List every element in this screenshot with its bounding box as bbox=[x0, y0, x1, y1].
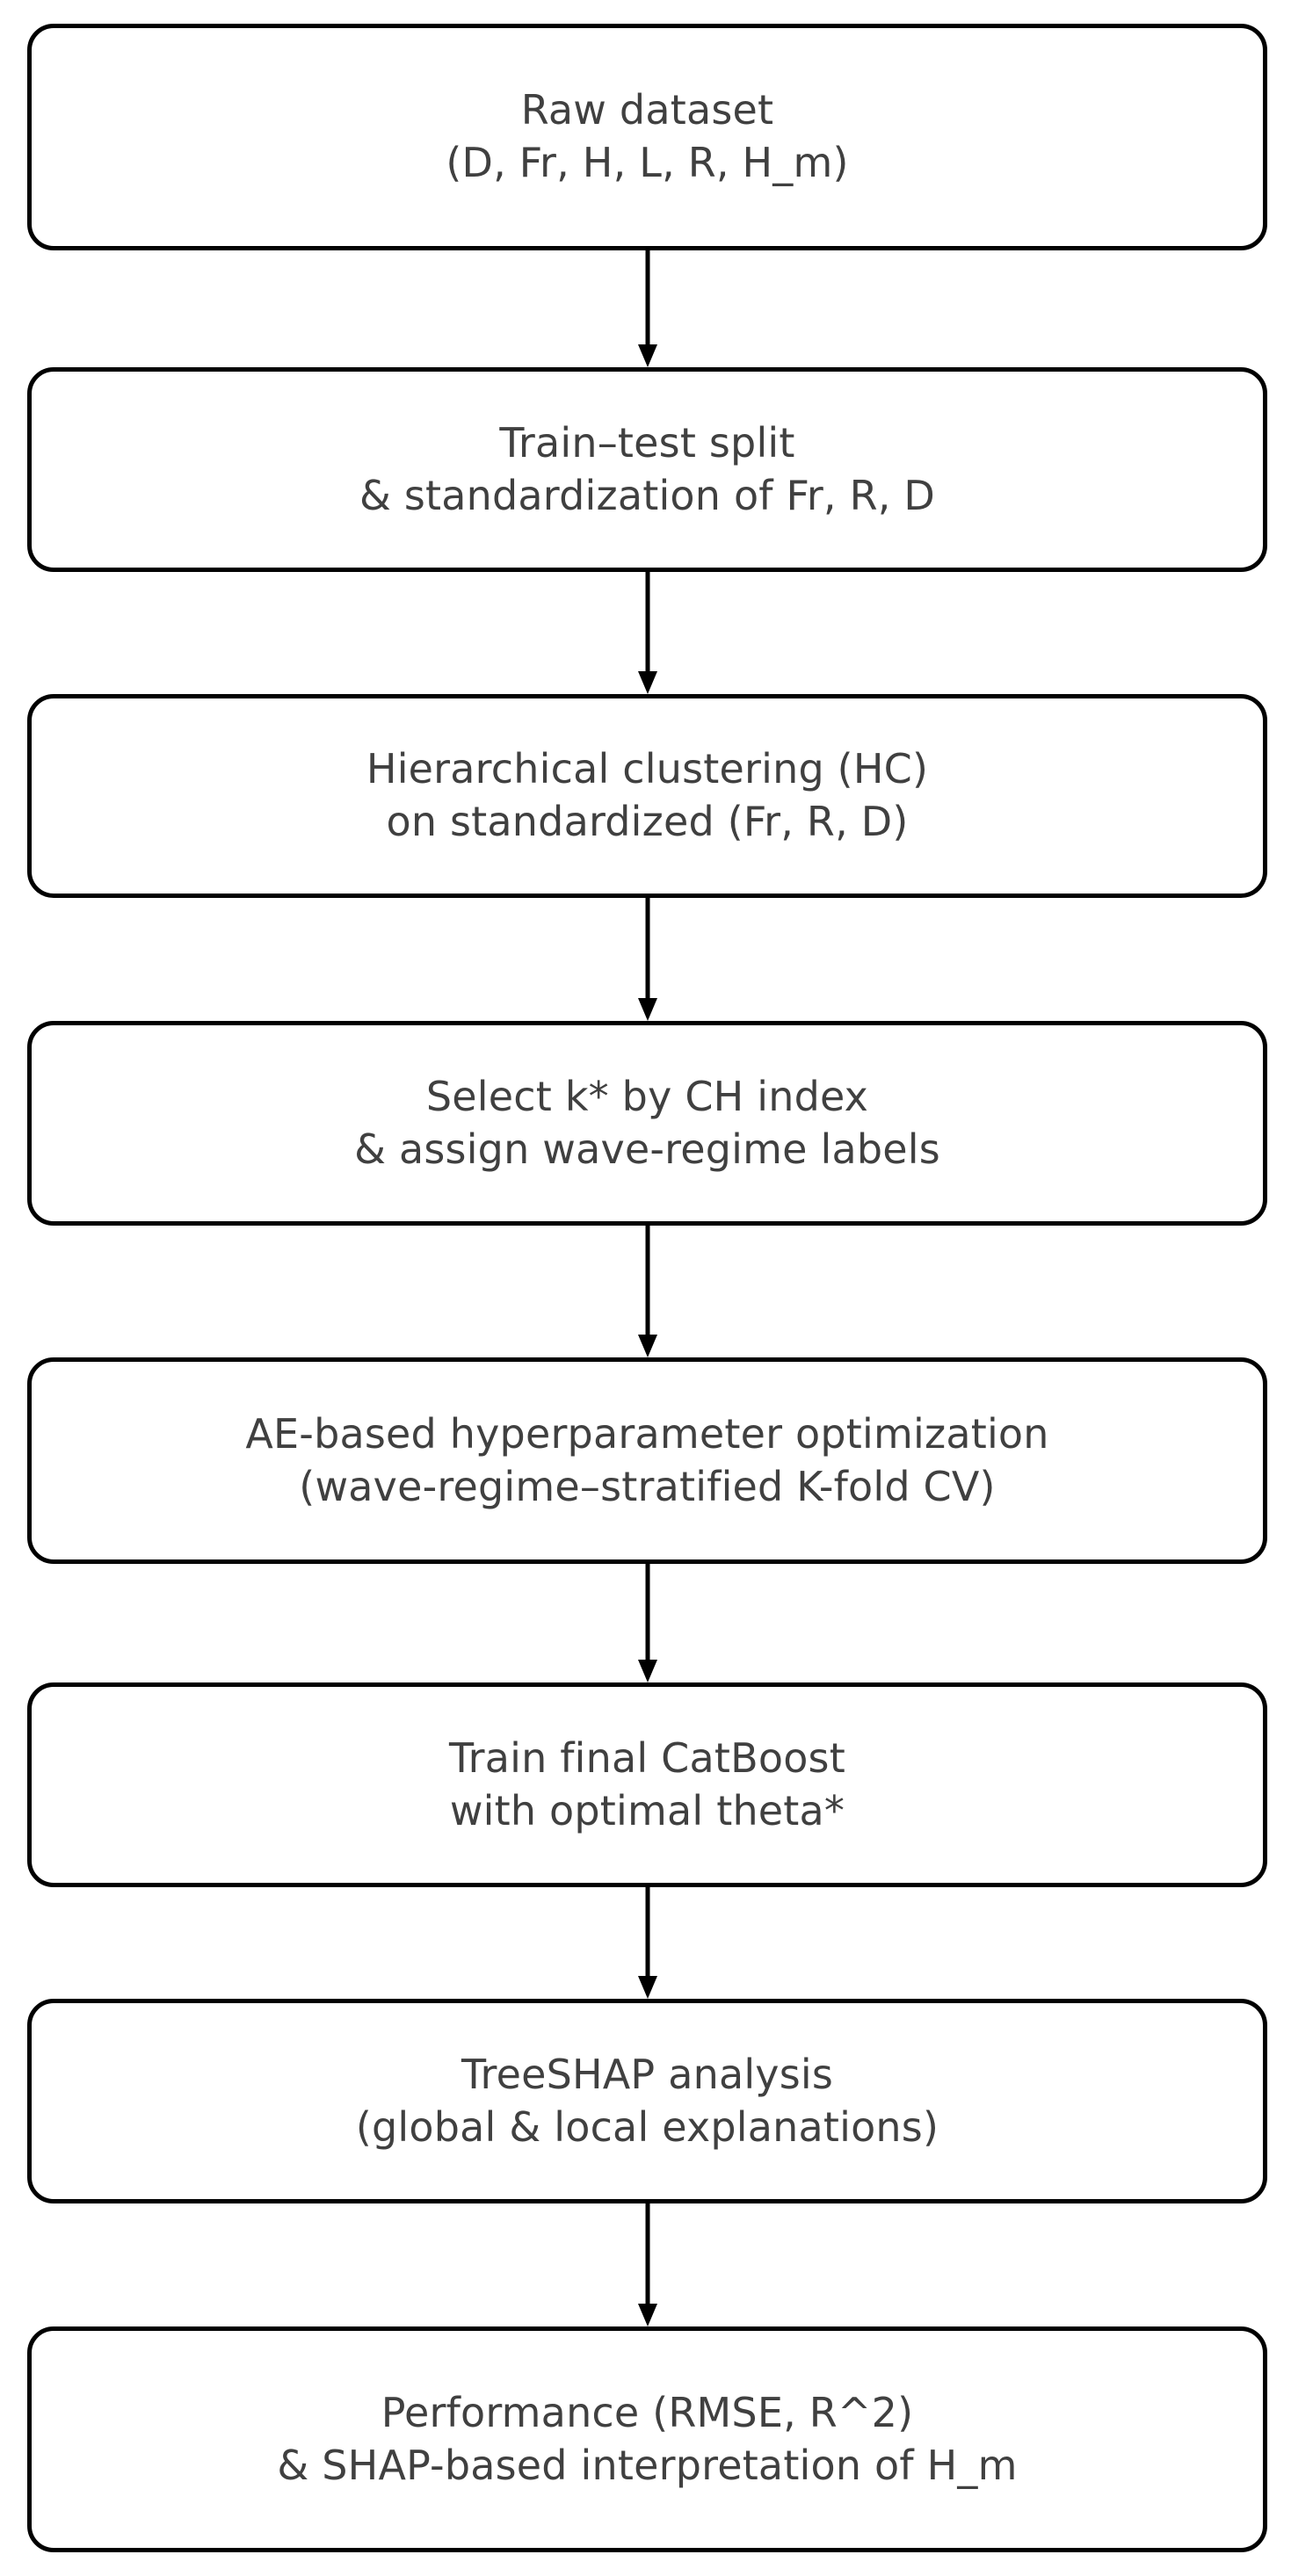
arrow-glyph bbox=[638, 1564, 657, 1682]
flow-node-label-primary: Raw dataset bbox=[520, 86, 774, 134]
arrowhead bbox=[638, 1976, 657, 1999]
arrowhead bbox=[638, 1660, 657, 1682]
flow-node-ae-hyperparameter-optimization: AE-based hyperparameter optimization(wav… bbox=[27, 1357, 1267, 1564]
flow-arrow-ae-hyperparameter-optimization-to-train-final-catboost bbox=[0, 1564, 1291, 1682]
flow-node-label-secondary: (D, Fr, H, L, R, H_m) bbox=[446, 139, 849, 186]
arrow-glyph bbox=[638, 2203, 657, 2326]
arrowhead bbox=[638, 671, 657, 694]
flow-node-label-primary: Train final CatBoost bbox=[449, 1733, 845, 1782]
flow-arrow-raw-dataset-to-train-test-split bbox=[0, 250, 1291, 367]
flow-node-label-primary: Select k* by CH index bbox=[425, 1072, 869, 1120]
flow-arrow-treeshap-analysis-to-performance-interpretation bbox=[0, 2203, 1291, 2326]
flow-node-label-primary: Performance (RMSE, R^2) bbox=[381, 2388, 914, 2436]
arrow-glyph bbox=[638, 1226, 657, 1357]
flow-node-label-primary: Hierarchical clustering (HC) bbox=[366, 745, 929, 793]
flow-arrow-select-k-ch-index-to-ae-hyperparameter-optimization bbox=[0, 1226, 1291, 1357]
flow-node-label-secondary: with optimal theta* bbox=[449, 1786, 845, 1834]
flow-arrow-hierarchical-clustering-to-select-k-ch-index bbox=[0, 898, 1291, 1021]
arrow-glyph bbox=[638, 250, 657, 367]
arrowhead bbox=[638, 998, 657, 1021]
flow-node-label-primary: AE-based hyperparameter optimization bbox=[245, 1409, 1049, 1458]
arrow-glyph bbox=[638, 898, 657, 1021]
arrow-glyph bbox=[638, 572, 657, 694]
arrowhead bbox=[638, 1335, 657, 1357]
arrowhead bbox=[638, 344, 657, 367]
flow-node-label-secondary: (global & local explanations) bbox=[355, 2102, 939, 2151]
flow-node-label-secondary: (wave-regime–stratified K-fold CV) bbox=[299, 1462, 996, 1510]
arrowhead bbox=[638, 2304, 657, 2326]
flow-node-label-secondary: on standardized (Fr, R, D) bbox=[386, 798, 909, 845]
flow-node-label-secondary: & standardization of Fr, R, D bbox=[359, 471, 936, 519]
flow-node-label-primary: TreeSHAP analysis bbox=[461, 2050, 834, 2098]
flow-node-label-secondary: & SHAP-based interpretation of H_m bbox=[277, 2441, 1018, 2489]
flow-node-label-secondary: & assign wave-regime labels bbox=[354, 1125, 940, 1173]
flow-node-raw-dataset: Raw dataset (D, Fr, H, L, R, H_m) bbox=[27, 24, 1267, 250]
flow-node-treeshap-analysis: TreeSHAP analysis(global & local explana… bbox=[27, 1999, 1267, 2203]
flow-arrow-train-final-catboost-to-treeshap-analysis bbox=[0, 1887, 1291, 1999]
flow-node-select-k-ch-index: Select k* by CH index & assign wave-regim… bbox=[27, 1021, 1267, 1226]
flow-node-performance-interpretation: Performance (RMSE, R^2) & SHAP-based inte… bbox=[27, 2326, 1267, 2552]
flow-node-train-test-split: Train–test split& standardization of Fr,… bbox=[27, 367, 1267, 572]
flow-node-label-primary: Train–test split bbox=[499, 418, 795, 467]
arrow-glyph bbox=[638, 1887, 657, 1999]
flow-arrow-train-test-split-to-hierarchical-clustering bbox=[0, 572, 1291, 694]
flow-node-hierarchical-clustering: Hierarchical clustering (HC) on standardi… bbox=[27, 694, 1267, 898]
